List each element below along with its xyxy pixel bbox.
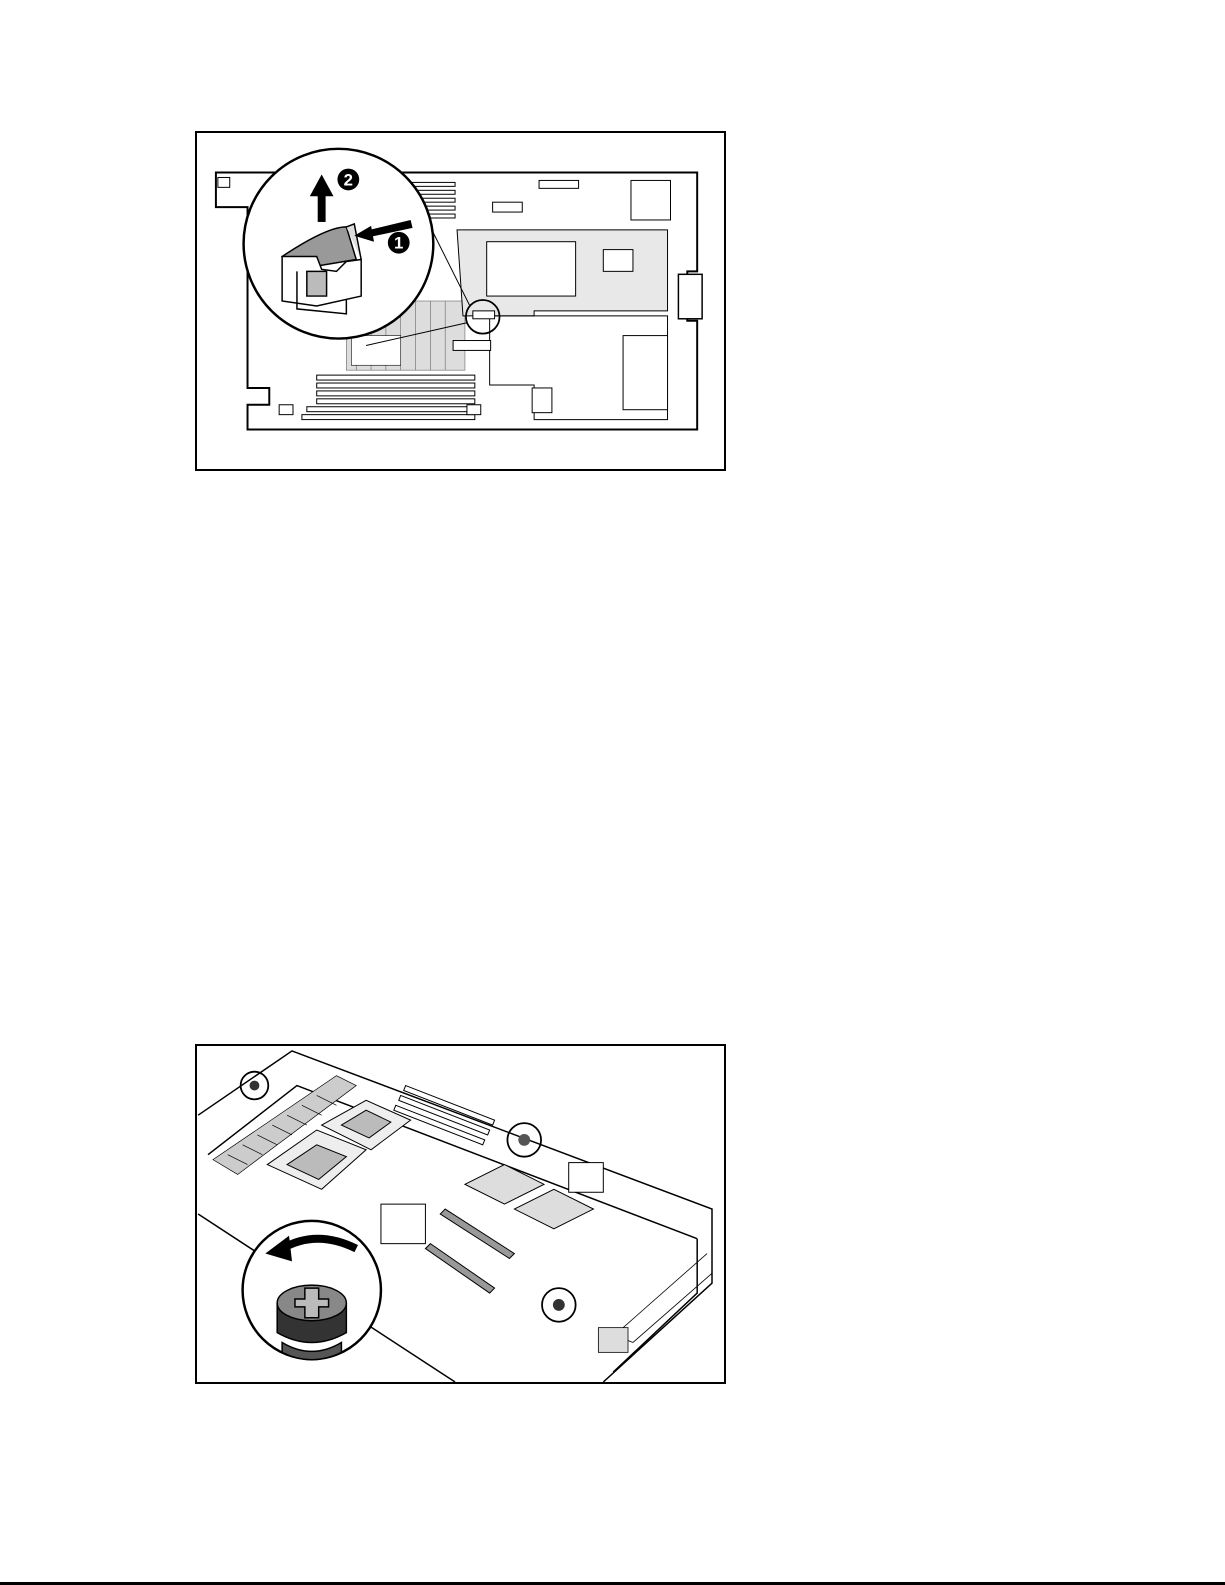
front-panel <box>598 1254 712 1353</box>
connector-1 <box>440 1209 514 1258</box>
blade-isometric-illustration <box>197 1046 724 1382</box>
chip-1 <box>465 1165 544 1205</box>
mezz-connector <box>623 336 667 410</box>
mezzanine-chip-area <box>487 242 576 296</box>
figure-system-board-clip: 2 1 <box>195 131 726 471</box>
mezz-connector <box>569 1163 604 1193</box>
callout-1: 1 <box>388 232 410 254</box>
figure-thumbscrew-removal <box>195 1044 726 1384</box>
connector-2 <box>425 1244 494 1293</box>
dimm-slots-left <box>302 375 475 419</box>
svg-text:2: 2 <box>344 170 353 189</box>
edge-connector <box>678 274 702 318</box>
svg-text:1: 1 <box>394 234 403 253</box>
system-board-illustration: 2 1 <box>197 133 724 469</box>
callout-2: 2 <box>337 169 359 191</box>
